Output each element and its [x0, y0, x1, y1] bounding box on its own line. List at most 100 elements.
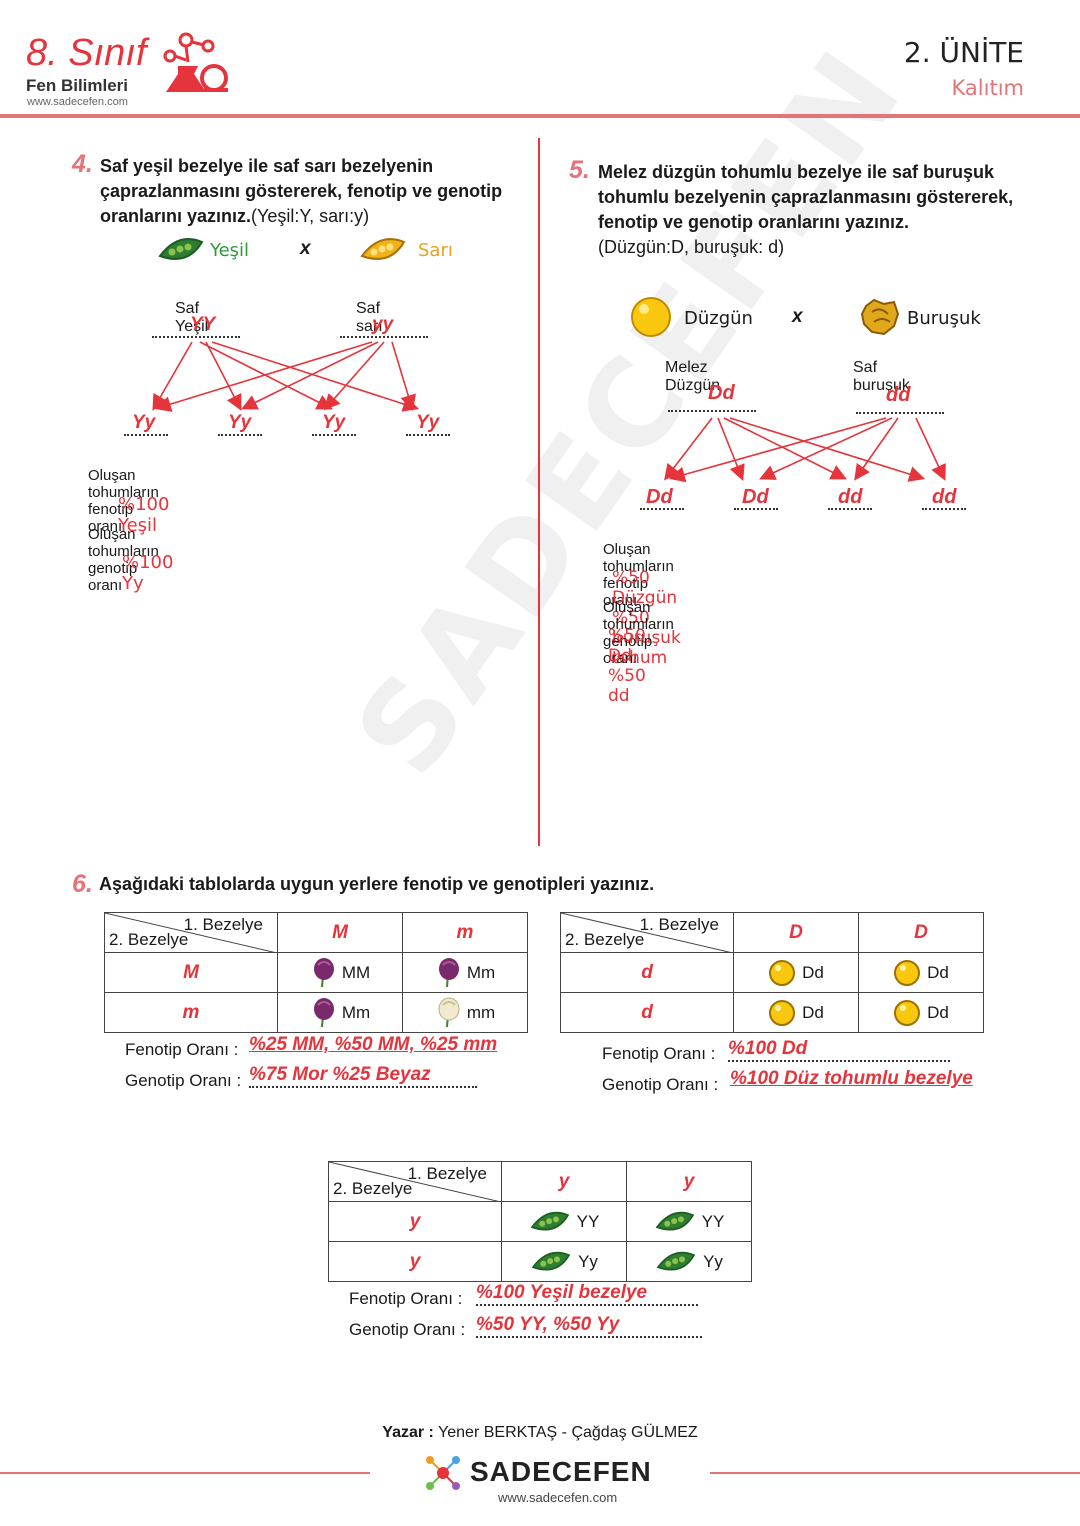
- q4-text-note: (Yeşil:Y, sarı:y): [251, 206, 370, 226]
- column-divider: [538, 138, 540, 846]
- smooth-seed-icon: [631, 297, 671, 337]
- footer-authors: Yazar : Yener BERKTAŞ - Çağdaş GÜLMEZ: [382, 1424, 698, 1441]
- green-label: Yeşil: [210, 240, 250, 261]
- yellow-pea-icon: [360, 238, 406, 260]
- science-logo-icon: [163, 32, 228, 92]
- table2-cell-2-2: Dd: [858, 992, 984, 1033]
- q6-text: Aşağıdaki tablolarda uygun yerlere fenot…: [99, 874, 655, 894]
- table2-col-2: D: [858, 912, 984, 953]
- smooth-label: Düzgün: [684, 308, 753, 329]
- table1-cell-1-1: MM: [277, 952, 403, 993]
- q5-text-note: (Düzgün:D, buruşuk: d): [598, 237, 785, 257]
- footer-rule-right: [710, 1472, 1080, 1474]
- table2-genotip-answer: %100 Düz tohumlu bezelye: [730, 1068, 973, 1089]
- purple-flower-icon: [438, 957, 459, 987]
- q5-phenotype-label: Oluşan tohumların fenotip oranı: [603, 541, 674, 609]
- punnett-table-2: 1. Bezelye 2. Bezelye D D d Dd Dd d Dd D…: [560, 912, 984, 1033]
- q5-parent1-answer: Dd: [708, 382, 735, 404]
- q5-parent1-label: Melez Düzgün: [665, 359, 721, 394]
- punnett-table-3: 1. Bezelye 2. Bezelye y y y YY YY y Yy Y…: [328, 1161, 752, 1282]
- table3-cell-2-2: Yy: [626, 1241, 752, 1282]
- table1-fenotip-blank: %25 MM, %50 MM, %25 mm: [249, 1034, 519, 1058]
- q4-parent2-blank: yy: [340, 314, 428, 338]
- q5-parent2-label: Saf buruşuk: [853, 359, 910, 394]
- q4-parent1-answer: YY: [190, 314, 216, 335]
- topic-title: Kalıtım: [951, 76, 1024, 100]
- unit-title: 2. ÜNİTE: [903, 36, 1024, 69]
- table2-fenotip: Fenotip Oranı :: [602, 1044, 716, 1063]
- green-pea-icon: [530, 1211, 569, 1230]
- header: 8. Sınıf Fen Bilimleri www.sadecefen.com…: [0, 0, 1080, 118]
- green-pea-icon: [531, 1251, 571, 1270]
- purple-flower-icon: [313, 997, 334, 1027]
- q5-offspring-3: dd: [828, 486, 872, 510]
- q4-text-bold: Saf yeşil bezelye ile saf sarı bezelyeni…: [100, 156, 503, 226]
- q4-text: Saf yeşil bezelye ile saf sarı bezelyeni…: [100, 154, 532, 229]
- table3-genotip-answer: %50 YY, %50 Yy: [476, 1314, 620, 1335]
- punnett-table-1: 1. Bezelye 2. Bezelye M m M MM Mm m Mm m…: [104, 912, 528, 1033]
- table1-col-1: M: [277, 912, 403, 953]
- q4-offspring-4: Yy: [406, 412, 450, 436]
- table3-row-2: y: [328, 1241, 502, 1282]
- table2-genotip-blank: %100 Düz tohumlu bezelye: [730, 1068, 980, 1092]
- table3-genotip: Genotip Oranı :: [349, 1320, 466, 1339]
- table1-genotip: Genotip Oranı :: [125, 1071, 242, 1090]
- footer-brand: SADECEFEN: [470, 1456, 652, 1487]
- q4-genotype-label: Oluşan tohumların genotip oranı: [88, 526, 159, 594]
- table2-genotip: Genotip Oranı :: [602, 1075, 719, 1094]
- green-pea-icon: [655, 1211, 694, 1230]
- table2-corner: 1. Bezelye 2. Bezelye: [560, 912, 734, 953]
- table3-cell-1-1: YY: [501, 1201, 627, 1242]
- q5-parent1-blank: Dd: [668, 382, 756, 412]
- header-rule: [0, 114, 1080, 118]
- table2-fenotip-blank: %100 Dd: [728, 1038, 950, 1062]
- table1-genotip-blank: %75 Mor %25 Beyaz: [249, 1064, 477, 1088]
- table1-cell-1-2: Mm: [402, 952, 528, 993]
- table2-cell-1-2: Dd: [858, 952, 984, 993]
- q5-genotype-answer: %50 Dd, %50 dd: [608, 626, 646, 706]
- q4-parent1-blank: YY: [152, 314, 240, 338]
- table3-corner: 1. Bezelye 2. Bezelye: [328, 1161, 502, 1202]
- table3-col-1: y: [501, 1161, 627, 1202]
- grade-title: 8. Sınıf: [26, 32, 147, 74]
- q4-cross: x: [300, 238, 311, 259]
- q5-phenotype-answer: %50 Düzgün %50 buruşuk tohum: [612, 568, 681, 668]
- q5-cross-arrows: [664, 417, 946, 483]
- q5-text-bold: Melez düzgün tohumlu bezelye ile saf bur…: [598, 162, 1014, 232]
- table1-genotip-answer: %75 Mor %25 Beyaz: [249, 1064, 431, 1085]
- table2-row-1: d: [560, 952, 734, 993]
- q4-cross-arrows: [152, 341, 420, 412]
- q5-parent2-blank: dd: [856, 384, 944, 414]
- table3-col-2: y: [626, 1161, 752, 1202]
- table1-cell-2-1: Mm: [277, 992, 403, 1033]
- table1-fenotip: Fenotip Oranı :: [125, 1040, 239, 1059]
- table3-cell-1-2: YY: [626, 1201, 752, 1242]
- table1-row-1: M: [104, 952, 278, 993]
- green-pea-icon: [158, 238, 204, 260]
- q4-parent2-answer: yy: [372, 314, 394, 335]
- table1-col-2: m: [402, 912, 528, 953]
- q5-genotype-label: Oluşan tohumların genotip oranı: [603, 599, 674, 667]
- table3-fenotip-blank: %100 Yeşil bezelye: [476, 1282, 698, 1306]
- table2-row-2: d: [560, 992, 734, 1033]
- header-website: www.sadecefen.com: [27, 96, 128, 108]
- green-pea-icon: [656, 1251, 696, 1270]
- table3-genotip-blank: %50 YY, %50 Yy: [476, 1314, 702, 1338]
- table2-fenotip-answer: %100 Dd: [728, 1038, 808, 1059]
- q4-phenotype-label: Oluşan tohumların fenotip oranı: [88, 467, 159, 535]
- footer-rule-left: [0, 1472, 370, 1474]
- q5-cross: x: [792, 306, 803, 327]
- subject-title: Fen Bilimleri: [26, 76, 129, 95]
- yellow-seed-icon: [894, 959, 921, 986]
- yellow-label: Sarı: [418, 240, 453, 261]
- q4-phenotype-answer: %100 Yeşil: [118, 494, 170, 536]
- q5-offspring-2: Dd: [734, 486, 778, 510]
- q5-text: Melez düzgün tohumlu bezelye ile saf bur…: [598, 160, 1018, 260]
- q4-parent2-label: Saf sarı: [356, 300, 383, 335]
- table1-cell-2-2: mm: [402, 992, 528, 1033]
- table3-fenotip-answer: %100 Yeşil bezelye: [476, 1282, 648, 1303]
- q4-parent1-label: Saf Yeşil: [175, 300, 209, 335]
- table1-fenotip-answer: %25 MM, %50 MM, %25 mm: [249, 1034, 498, 1055]
- wrinkled-seed-icon: [860, 298, 900, 336]
- table1-corner: 1. Bezelye 2. Bezelye: [104, 912, 278, 953]
